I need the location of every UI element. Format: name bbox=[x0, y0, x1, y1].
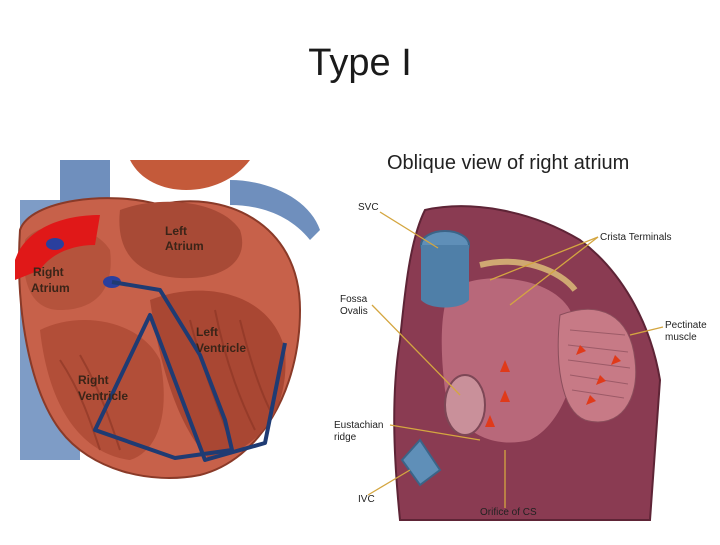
left-atrium-chamber bbox=[119, 201, 243, 279]
aorta-shape bbox=[130, 160, 250, 190]
label-pectinate-line1: Pectinate bbox=[665, 320, 707, 331]
oblique-view-title: Oblique view of right atrium bbox=[387, 152, 630, 174]
pulmonary-vein-shape bbox=[230, 180, 320, 240]
oblique-view-svg: SVC Crista Terminals Fossa Ovalis Pectin… bbox=[334, 202, 707, 521]
slide-title: Type I bbox=[308, 42, 412, 84]
oblique-right-atrium-diagram: SVC Crista Terminals Fossa Ovalis Pectin… bbox=[330, 140, 720, 540]
fossa-ovalis-shape bbox=[444, 374, 486, 436]
label-eustachian-line2: ridge bbox=[334, 432, 357, 443]
leader-pectinate bbox=[629, 326, 664, 336]
sa-node-marker bbox=[46, 238, 64, 250]
leader-crista-2 bbox=[509, 236, 599, 306]
flow-arrow bbox=[500, 390, 510, 402]
label-ivc: IVC bbox=[358, 494, 375, 505]
crista-terminalis-band bbox=[479, 258, 578, 292]
label-orifice-cs: Orifice of CS bbox=[480, 507, 537, 518]
flow-arrows bbox=[485, 345, 621, 427]
label-left-ventricle-line1: Left bbox=[196, 325, 218, 339]
leader-fossa bbox=[371, 304, 461, 396]
label-crista-terminals: Crista Terminals bbox=[600, 232, 672, 243]
label-left-atrium-line1: Left bbox=[165, 224, 187, 238]
flow-arrow bbox=[576, 345, 586, 355]
left-ventricle-chamber bbox=[150, 290, 286, 460]
label-eustachian-line1: Eustachian bbox=[334, 420, 383, 431]
flow-arrow bbox=[485, 415, 495, 427]
pectinate-ridges bbox=[567, 329, 631, 399]
conduction-path bbox=[93, 280, 287, 462]
label-right-ventricle-line1: Right bbox=[78, 373, 109, 387]
flow-arrow bbox=[500, 360, 510, 372]
leader-crista-1 bbox=[489, 236, 599, 281]
flow-arrow bbox=[596, 375, 606, 385]
heart-cross-section-diagram: Right Atrium Left Atrium Left Ventricle … bbox=[0, 160, 330, 500]
leader-eustachian bbox=[389, 424, 481, 441]
label-fossa-line2: Ovalis bbox=[340, 306, 368, 317]
label-svc: SVC bbox=[358, 202, 379, 213]
leader-svc bbox=[379, 211, 439, 249]
pectinate-muscle-region bbox=[557, 308, 637, 423]
label-left-atrium-line2: Atrium bbox=[165, 239, 204, 253]
svc-vessel-body bbox=[421, 245, 469, 308]
heart-cross-section-svg: Right Atrium Left Atrium Left Ventricle … bbox=[0, 160, 330, 500]
label-right-atrium-line1: Right bbox=[33, 265, 64, 279]
ivc-vessel bbox=[400, 438, 442, 487]
callout-leader-lines bbox=[367, 211, 664, 508]
label-pectinate-line2: muscle bbox=[665, 332, 697, 343]
label-right-ventricle-line2: Ventricle bbox=[78, 389, 128, 403]
label-left-ventricle-line2: Ventricle bbox=[196, 341, 246, 355]
flow-arrow bbox=[586, 395, 596, 405]
leader-ivc bbox=[367, 469, 411, 496]
label-right-atrium-line2: Atrium bbox=[31, 281, 70, 295]
label-fossa-line1: Fossa bbox=[340, 294, 368, 305]
flow-arrow bbox=[611, 355, 621, 365]
